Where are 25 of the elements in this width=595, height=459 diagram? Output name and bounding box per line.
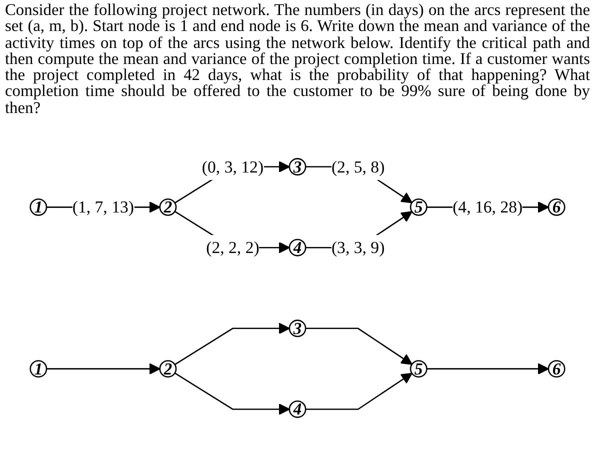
question-text: Consider the following project network. The numbers (in days) on the arcs represent the set (a, m, b). Start node is 1 and end node is 6. Write down the mean and variance of the activity times on top of the arcs using the network below. Identify the critical path and then compute the mean and variance of the project completion time. If a customer wants the project completed in 42 days, what is the probability of that happening? What completion time should be offered to the customer to be 99% sure of being done by then? <box>5 2 590 116</box>
arrow <box>306 372 412 410</box>
edge-label: (1, 7, 13) <box>72 197 134 217</box>
node-circle: 4 <box>288 238 306 256</box>
node-circle: 1 <box>30 198 48 216</box>
edge-label: (0, 3, 12) <box>202 156 264 176</box>
node-circle: 6 <box>548 198 566 216</box>
node-circle: 6 <box>548 360 566 378</box>
node-circle: 1 <box>30 360 48 378</box>
edge-label: (4, 16, 28) <box>452 197 523 217</box>
node-circle: 3 <box>288 320 306 338</box>
edge-label: (3, 3, 9) <box>331 238 385 257</box>
edge-label: (2, 5, 8) <box>331 156 385 176</box>
node-circle: 5 <box>410 360 428 378</box>
arrow <box>174 322 290 366</box>
arrow <box>426 363 549 374</box>
node-circle: 5 <box>410 198 428 216</box>
node-circle: 4 <box>288 400 306 418</box>
edge-label: (2, 2, 2) <box>206 238 260 257</box>
node-circle: 3 <box>288 158 306 176</box>
arrow <box>174 372 290 415</box>
arrow <box>306 328 412 365</box>
arrow <box>46 363 160 374</box>
node-circle: 2 <box>159 360 177 378</box>
node-circle: 2 <box>159 198 177 216</box>
